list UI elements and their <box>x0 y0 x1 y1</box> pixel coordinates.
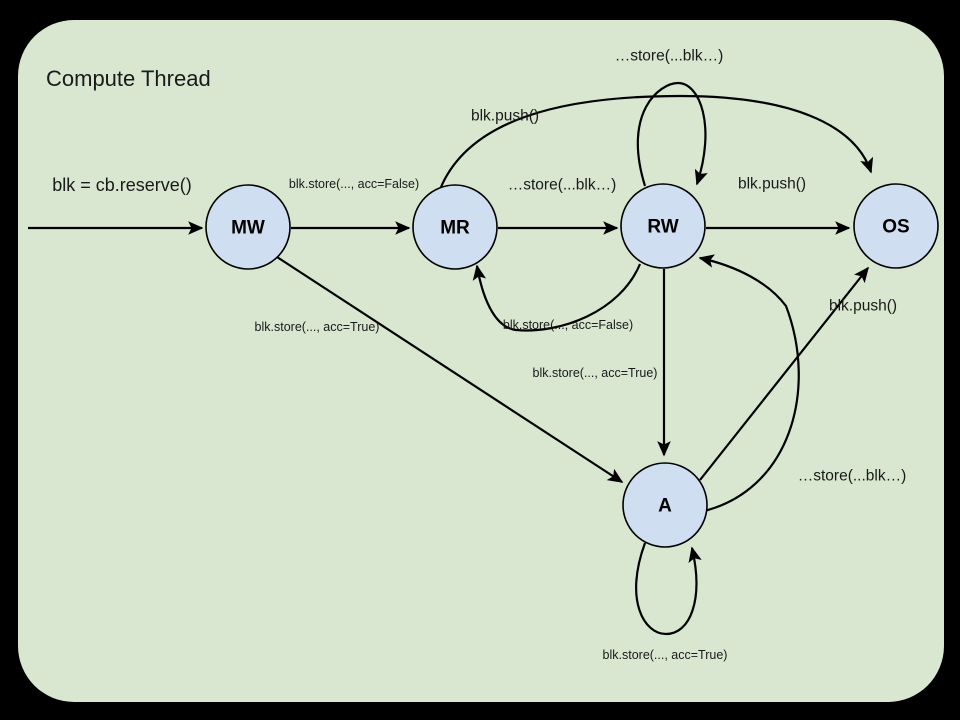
node-rw[interactable]: RW <box>620 183 706 269</box>
node-mw[interactable]: MW <box>205 184 291 270</box>
node-mw-circle[interactable] <box>205 184 291 270</box>
edge-label-entry-to-mw: blk = cb.reserve() <box>52 175 192 195</box>
node-mr-label: MR <box>440 218 470 239</box>
edge-rw-to-mr <box>472 263 642 332</box>
edge-label-rw-self-loop: …store(...blk…) <box>615 48 724 65</box>
node-a-label: A <box>658 496 672 517</box>
node-rw-circle[interactable] <box>620 183 706 269</box>
edge-a-to-os <box>699 266 869 481</box>
edge-label-mr-to-os-arc: blk.push() <box>471 108 539 125</box>
node-os-circle[interactable] <box>853 183 939 269</box>
edge-label-a-to-os: blk.push() <box>829 298 897 315</box>
edge-mw-to-a <box>276 256 624 483</box>
edge-a-self-loop <box>635 542 702 636</box>
node-mr[interactable]: MR <box>412 184 498 270</box>
edge-a-to-rw <box>698 254 800 514</box>
node-rw-label: RW <box>647 217 678 238</box>
edge-label-a-self-loop: blk.store(..., acc=True) <box>603 648 728 662</box>
page-title: Compute Thread <box>46 66 211 91</box>
node-os[interactable]: OS <box>853 183 939 269</box>
edge-label-mr-to-rw: …store(...blk…) <box>508 177 617 194</box>
edge-rw-self-loop <box>636 81 708 187</box>
node-a-circle[interactable] <box>622 462 708 548</box>
edge-mr-to-os-arc <box>439 94 874 188</box>
node-os-label: OS <box>882 217 909 238</box>
edge-label-mw-to-mr: blk.store(..., acc=False) <box>289 177 419 191</box>
edge-label-a-to-rw: …store(...blk…) <box>798 468 907 485</box>
edge-label-rw-to-os: blk.push() <box>738 176 806 193</box>
edge-label-mw-to-a: blk.store(..., acc=True) <box>255 320 380 334</box>
edge-label-rw-to-mr: blk.store(..., acc=False) <box>503 318 633 332</box>
node-mr-circle[interactable] <box>412 184 498 270</box>
node-mw-label: MW <box>231 218 265 239</box>
node-a[interactable]: A <box>622 462 708 548</box>
edge-label-rw-to-a: blk.store(..., acc=True) <box>533 366 658 380</box>
